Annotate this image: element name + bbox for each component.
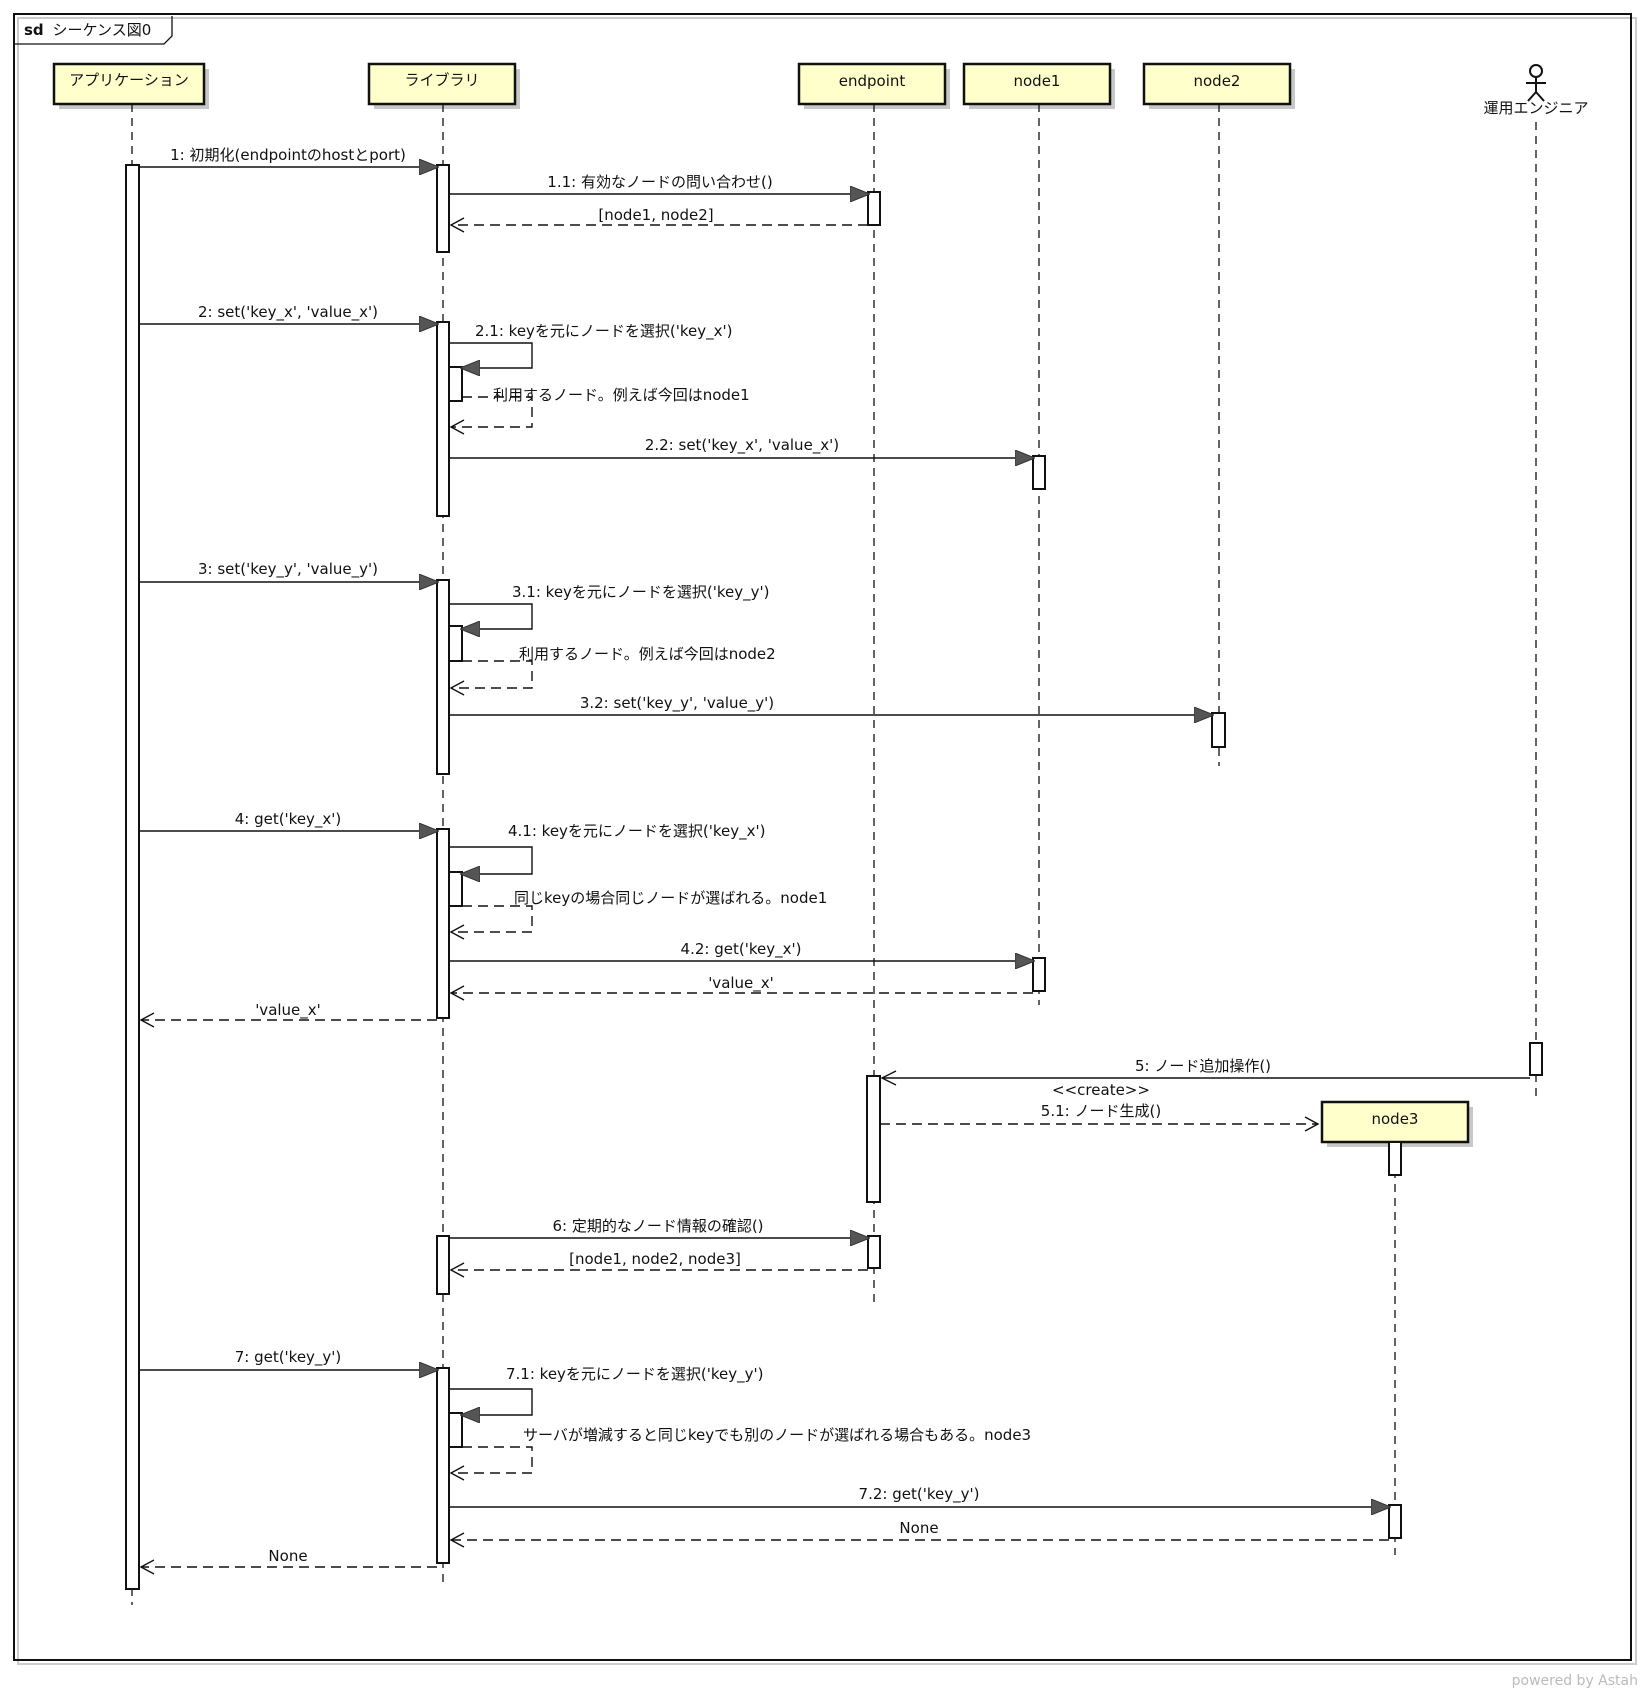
lifeline-name-node3: node3: [1372, 1110, 1419, 1128]
msg-2-2: 2.2: set('key_x', 'value_x'): [645, 436, 839, 455]
lifeline-header-endpoint: endpoint: [797, 62, 950, 109]
message-labels: 1: 初期化(endpointのhostとport) 1.1: 有効なノードの問…: [170, 146, 1271, 1565]
msg-5-1-stereotype: <<create>>: [1052, 1081, 1150, 1099]
ret-3-1: 利用するノード。例えば今回はnode2: [519, 645, 776, 663]
msg-7-1: 7.1: keyを元にノードを選択('key_y'): [506, 1365, 764, 1384]
frame: [13, 13, 1632, 1661]
lifeline-name-app: アプリケーション: [69, 71, 189, 89]
msg-3: 3: set('key_y', 'value_y'): [198, 560, 378, 579]
msg-4-1: 4.1: keyを元にノードを選択('key_x'): [508, 822, 766, 841]
lifeline-name-node1: node1: [1014, 72, 1061, 90]
ret-1-1: [node1, node2]: [598, 206, 713, 224]
lifeline-header-node1: node1: [962, 62, 1115, 109]
ret-4: 'value_x': [255, 1001, 321, 1020]
msg-6: 6: 定期的なノード情報の確認(): [552, 1217, 763, 1235]
msg-3-2: 3.2: set('key_y', 'value_y'): [580, 694, 774, 713]
actor-name: 運用エンジニア: [1483, 99, 1588, 117]
lifeline-name-node2: node2: [1194, 72, 1241, 90]
lifeline-name-lib: ライブラリ: [404, 71, 479, 89]
msg-7-2: 7.2: get('key_y'): [859, 1485, 980, 1504]
ret-7-2: None: [899, 1519, 938, 1537]
lifeline-header-node3: node3: [1320, 1100, 1473, 1147]
actor-engineer: 運用エンジニア: [1483, 64, 1589, 117]
frame-label: sd シーケンス図0: [24, 21, 151, 39]
msg-4-2: 4.2: get('key_x'): [681, 940, 802, 959]
message-lines: [139, 167, 1530, 1575]
activations: [125, 164, 1543, 1590]
msg-5-1: 5.1: ノード生成(): [1041, 1102, 1161, 1120]
lifelines: [131, 104, 1537, 1605]
ret-7: None: [268, 1547, 307, 1565]
frame-label-kw: sd: [24, 21, 44, 39]
msg-1: 1: 初期化(endpointのhostとport): [170, 146, 406, 164]
msg-3-1: 3.1: keyを元にノードを選択('key_y'): [512, 583, 770, 602]
lifeline-header-app: アプリケーション: [52, 62, 209, 109]
lifeline-header-lib: ライブラリ: [367, 62, 520, 109]
msg-2-1: 2.1: keyを元にノードを選択('key_x'): [475, 322, 733, 341]
ret-4-1: 同じkeyの場合同じノードが選ばれる。node1: [514, 889, 827, 907]
footer-powered-by: powered by Astah: [1511, 1673, 1638, 1689]
msg-4: 4: get('key_x'): [235, 810, 342, 829]
ret-6: [node1, node2, node3]: [569, 1250, 741, 1268]
msg-7: 7: get('key_y'): [235, 1348, 342, 1367]
actor-head-icon: [1529, 64, 1543, 78]
ret-2-1: 利用するノード。例えば今回はnode1: [493, 386, 750, 404]
lifeline-header-node2: node2: [1142, 62, 1295, 109]
msg-1-1: 1.1: 有効なノードの問い合わせ(): [547, 173, 772, 191]
frame-label-title: シーケンス図0: [52, 21, 151, 39]
ret-7-1: サーバが増減すると同じkeyでも別のノードが選ばれる場合もある。node3: [523, 1426, 1031, 1444]
msg-2: 2: set('key_x', 'value_x'): [198, 303, 378, 322]
lifeline-name-endpoint: endpoint: [839, 72, 906, 90]
msg-5: 5: ノード追加操作(): [1135, 1057, 1271, 1075]
ret-4-2: 'value_x': [708, 974, 774, 993]
